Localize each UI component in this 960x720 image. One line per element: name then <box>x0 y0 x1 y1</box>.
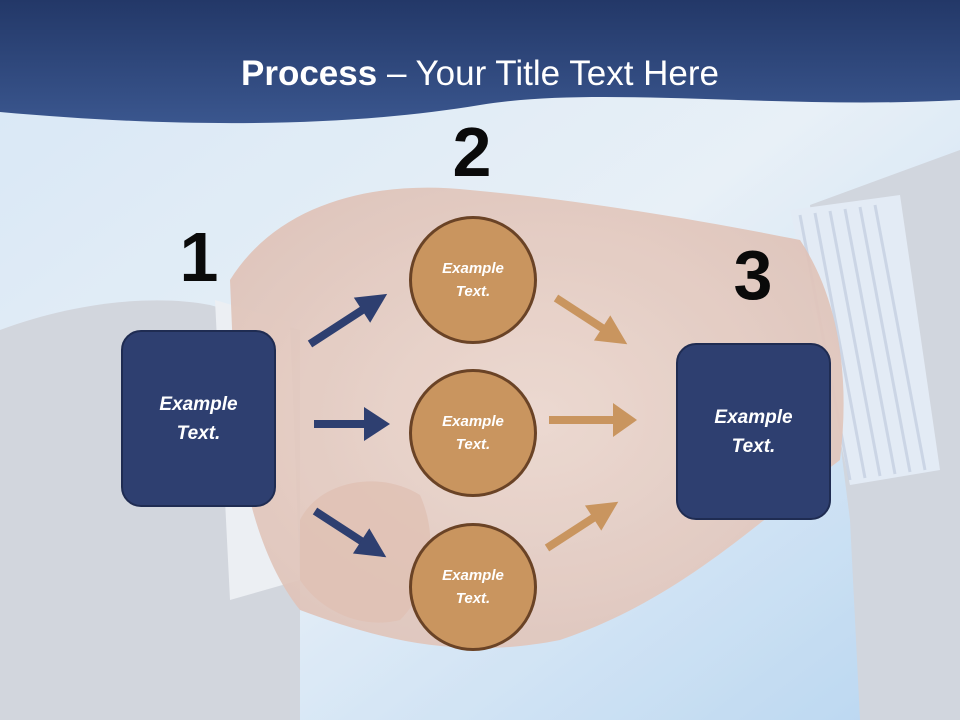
arrow-left-to-middle <box>314 407 390 441</box>
orange-arrows <box>544 294 637 552</box>
arrow-middle-to-right <box>549 403 637 437</box>
arrow-left-to-bottom <box>312 507 387 558</box>
title-rest: – Your Title Text Here <box>377 54 719 93</box>
arrow-bottom-to-right <box>544 501 619 552</box>
middle-circle-top: Example Text. <box>409 216 537 344</box>
middle-circle-center: Example Text. <box>409 369 537 497</box>
title-bold: Process <box>241 54 378 93</box>
step-number-1: 1 <box>179 218 219 296</box>
slide-title: Process – Your Title Text Here <box>0 52 960 96</box>
arrow-top-to-right <box>553 294 628 345</box>
middle-circle-bottom: Example Text. <box>409 523 537 651</box>
middle-circle-center-text: Example Text. <box>442 413 504 453</box>
arrow-left-to-top <box>307 293 388 348</box>
middle-circle-bottom-text: Example Text. <box>442 567 504 607</box>
step-number-3: 3 <box>733 236 773 314</box>
step-number-2: 2 <box>452 113 492 191</box>
right-step-box: Example Text. <box>676 343 831 520</box>
middle-circle-top-text: Example Text. <box>442 260 504 300</box>
left-step-text: Example Text. <box>159 393 238 444</box>
left-step-box: Example Text. <box>121 330 276 507</box>
right-step-text: Example Text. <box>714 406 793 457</box>
blue-arrows <box>307 293 390 558</box>
